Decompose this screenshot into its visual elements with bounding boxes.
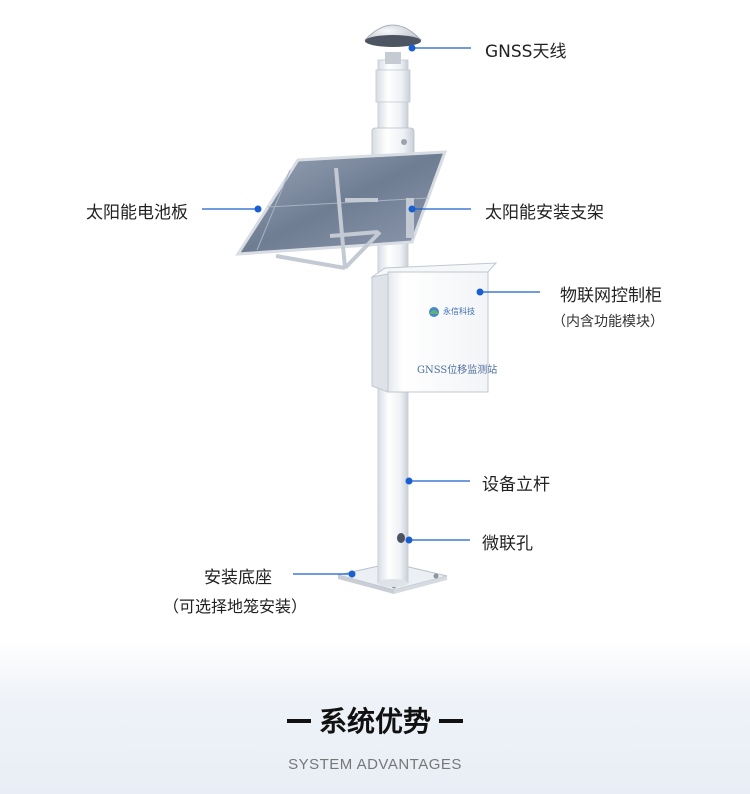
base-note: （可选择地笼安装）: [163, 597, 308, 616]
gnss-antenna-label: GNSS天线: [485, 42, 567, 62]
section-title-text: 系统优势: [318, 705, 431, 738]
monitoring-station-illustration: [202, 24, 540, 594]
iot-cabinet-note: （内含功能模块）: [552, 314, 664, 330]
title-dash-right: [439, 719, 463, 723]
iot-control-cabinet: [370, 262, 498, 393]
cabinet-logo-text: 永信科技: [443, 307, 475, 316]
iot-cabinet-label: 物联网控制柜: [560, 286, 662, 306]
cabinet-name-label: GNSS位移监测站: [417, 365, 498, 376]
solar-panel: [235, 150, 448, 256]
section-background: [0, 640, 750, 794]
solar-bracket-label: 太阳能安装支架: [485, 203, 604, 223]
pole-label: 设备立杆: [482, 475, 550, 495]
micro-hole-label: 微联孔: [482, 534, 533, 554]
leader-lines: [202, 44, 540, 578]
micro-hole: [397, 533, 405, 543]
section-subtitle: SYSTEM ADVANTAGES: [288, 756, 462, 773]
gnss-antenna: [364, 24, 422, 64]
solar-bracket: [275, 167, 414, 270]
section-title: 系统优势: [0, 700, 750, 740]
base-label: 安装底座: [204, 568, 272, 588]
solar-panel-label: 太阳能电池板: [86, 203, 188, 223]
title-dash-left: [286, 719, 311, 723]
